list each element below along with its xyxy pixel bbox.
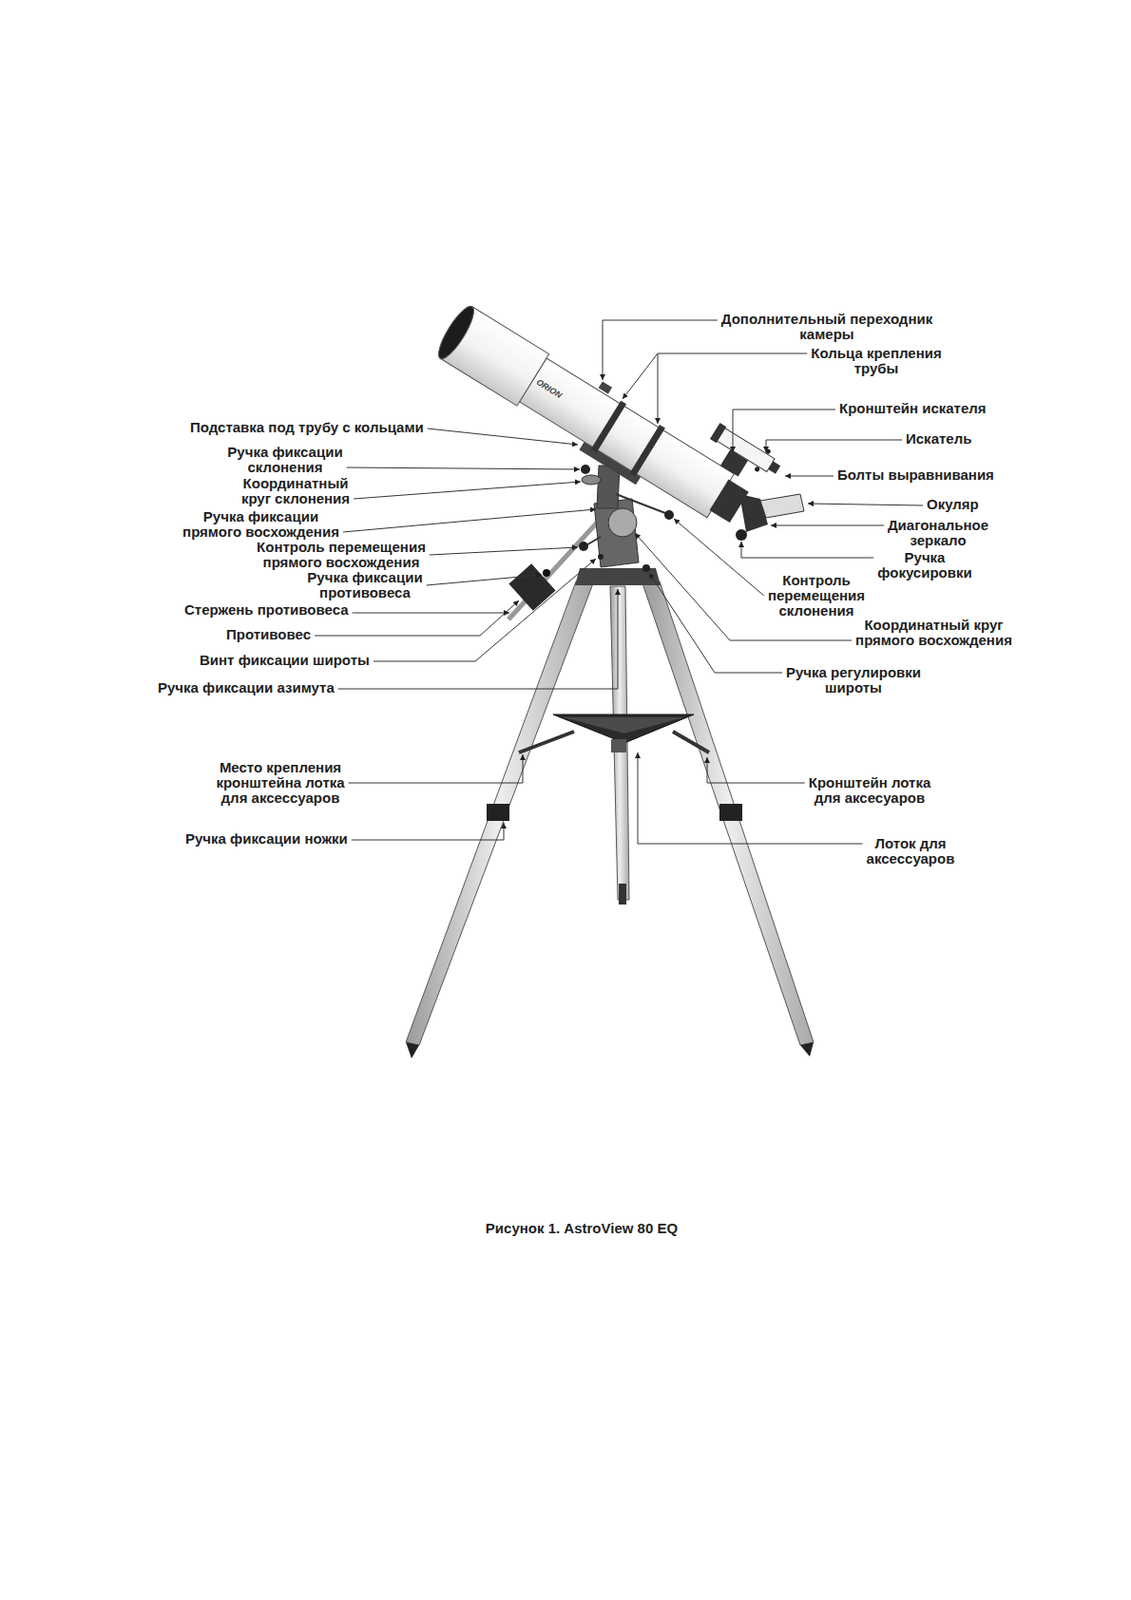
ra-knob (578, 541, 589, 552)
main-tube (519, 358, 735, 518)
leader-line (353, 481, 581, 499)
leader-line (622, 353, 658, 400)
part-label: Координатный круг прямого восхождения (845, 617, 1022, 649)
part-label: Кольца крепления трубы (800, 345, 953, 377)
counterweight-knob (542, 569, 551, 577)
leader-line (807, 503, 923, 506)
part-label: Место крепления кронштейна лотка для акс… (204, 760, 357, 806)
eyepiece (760, 494, 805, 518)
finder-eyepiece (767, 460, 781, 474)
accessory-tray (562, 717, 685, 734)
part-label: Ручка фиксации противовеса (298, 570, 432, 601)
leader-line (426, 575, 542, 586)
part-label: Ручка фиксации азимута (157, 680, 335, 696)
dec-cable (615, 494, 666, 514)
part-label: Окуляр (926, 497, 979, 513)
tray-mount (611, 739, 627, 753)
alignment-bolt (753, 465, 761, 473)
tripod (405, 581, 814, 1059)
part-label: Координатный круг склонения (229, 476, 363, 507)
ra-setting-circle (608, 508, 637, 537)
leader-line (770, 525, 884, 527)
leader-line (602, 320, 718, 381)
brand-logo: ORION (535, 377, 564, 401)
part-label: Контроль перемещения прямого восхождения (246, 539, 437, 571)
part-label: Диагональное зеркало (881, 517, 996, 549)
accessory-tray (553, 714, 694, 744)
equatorial-mount (508, 464, 674, 620)
counterweight-shaft (508, 520, 599, 620)
tripod-leg (405, 581, 594, 1046)
leader-line (343, 509, 596, 533)
part-label: Ручка фокусировки (872, 550, 978, 581)
focus-knob (735, 529, 748, 541)
part-label: Искатель (905, 431, 972, 447)
part-label: Стержень противовеса (184, 602, 349, 618)
dec-setting-circle (581, 475, 601, 485)
part-label: Винт фиксации широты (199, 652, 370, 669)
tripod-leg (642, 581, 814, 1046)
latitude-knob (642, 564, 651, 573)
star-diagonal (735, 494, 805, 541)
part-label: Контроль перемещения склонения (759, 573, 874, 619)
part-label: Ручка фиксации прямого восхождения (177, 509, 345, 540)
finder-objective (709, 422, 727, 443)
part-label: Ручка регулировки широты (777, 665, 930, 696)
leader-line (427, 428, 578, 445)
tube-ring (629, 424, 665, 478)
leader-line (351, 823, 504, 841)
leader-line (785, 476, 834, 478)
tray-bracket (672, 731, 710, 753)
part-label: Дополнительный переходник камеры (703, 311, 951, 343)
tripod-foot (618, 883, 627, 905)
ra-housing (594, 498, 639, 568)
tray-bracket (518, 731, 575, 753)
leader-line (732, 409, 836, 453)
camera-adapter (598, 382, 613, 395)
part-label: Противовес (226, 627, 311, 643)
leg-lock (486, 804, 510, 822)
part-label: Ручка фиксации ножки (185, 831, 348, 847)
leader-line (352, 613, 510, 614)
dec-lock (580, 464, 591, 475)
leader-line (338, 589, 618, 690)
objective (433, 302, 480, 364)
leader-line (346, 467, 580, 470)
tripod-foot (800, 1042, 814, 1057)
leader-line (707, 757, 806, 784)
part-label: Лоток для аксессуаров (858, 836, 963, 867)
part-label: Кронштейн искателя (839, 401, 987, 417)
leader-line (429, 547, 578, 556)
part-label: Болты выравнивания (837, 467, 995, 483)
leader-line (348, 754, 523, 784)
leader-line (741, 541, 874, 558)
latitude-screw (597, 554, 604, 560)
tube-ring (591, 401, 627, 454)
part-label: Ручка фиксации склонения (213, 444, 357, 476)
part-label: Подставка под трубу с кольцами (190, 420, 424, 436)
leader-line (673, 518, 765, 596)
leader-line (649, 573, 783, 673)
leader-line (766, 440, 902, 453)
figure-caption: Рисунок 1. AstroView 80 EQ (391, 1220, 772, 1238)
tripod-foot (405, 1042, 420, 1059)
tripod-leg (610, 586, 630, 901)
leg-lock (719, 804, 743, 822)
dec-knob (664, 510, 674, 520)
part-label: Кронштейн лотка для аксесуаров (798, 775, 941, 806)
